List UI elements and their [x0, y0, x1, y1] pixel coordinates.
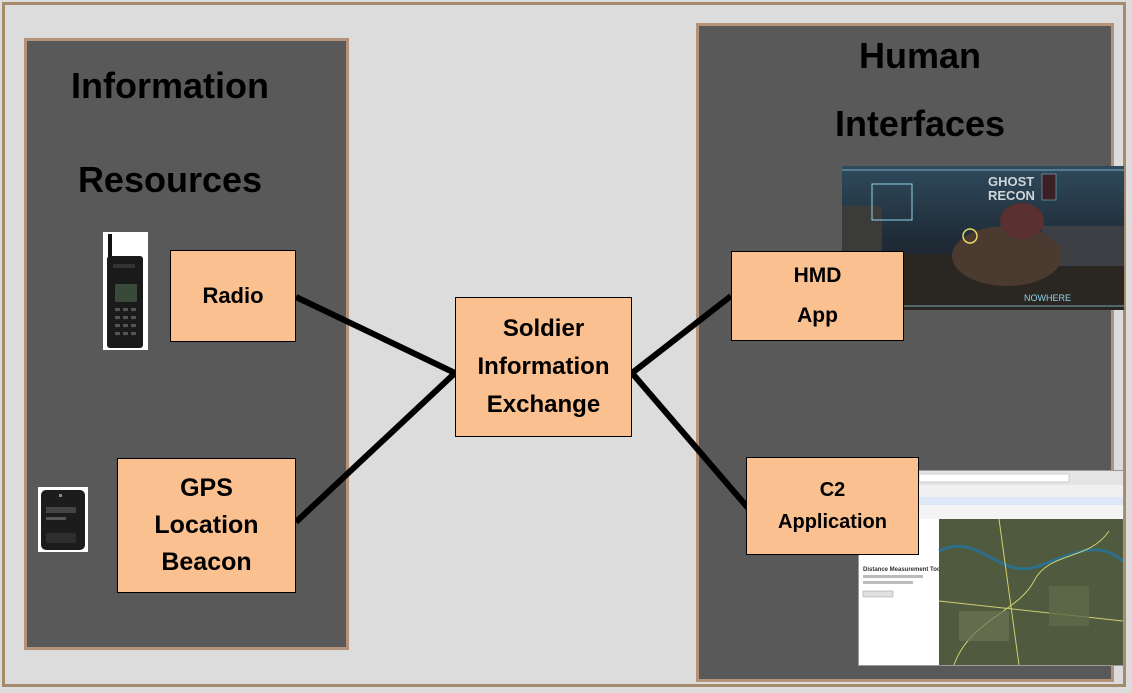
- human-interfaces-title-line1: Human: [858, 35, 981, 76]
- human-interfaces-title-line2: Interfaces: [834, 103, 1006, 144]
- sie-node-line2: Information: [477, 353, 610, 380]
- hmd-app-node: HMD App: [731, 251, 904, 341]
- connector-gps-to-exchange: [293, 370, 458, 525]
- connector-exchange-to-c2: [629, 371, 751, 510]
- gps-beacon-image: [38, 487, 88, 552]
- sie-node-line1: Soldier: [502, 315, 585, 342]
- c2-node-line1: C2: [819, 479, 846, 501]
- information-resources-title-line2: Resources: [77, 159, 263, 200]
- game-title-text-1: GHOST: [988, 174, 1034, 189]
- connector-radio-to-exchange: [294, 294, 457, 376]
- gps-location-beacon-node: GPS Location Beacon: [117, 458, 296, 593]
- game-corner-text: NOWHERE: [1024, 293, 1071, 303]
- gps-node-line1: GPS: [180, 474, 233, 502]
- c2-application-node: C2 Application: [746, 457, 919, 555]
- gps-node-line2: Location: [154, 511, 259, 539]
- radio-node: Radio: [170, 250, 296, 342]
- hmd-node-line2: App: [797, 304, 838, 327]
- soldier-information-exchange-node: Soldier Information Exchange: [455, 297, 632, 437]
- gps-node-line3: Beacon: [161, 548, 252, 576]
- map-panel-heading: Distance Measurement Tool: [863, 567, 943, 573]
- radio-node-label: Radio: [202, 283, 264, 308]
- hmd-node-line1: HMD: [793, 264, 842, 287]
- information-resources-title-line1: Information: [71, 65, 269, 106]
- radio-device-image: [103, 232, 148, 350]
- connector-exchange-to-hmd: [630, 293, 733, 376]
- game-title-text-2: RECON: [988, 188, 1035, 203]
- c2-node-line2: Application: [778, 511, 887, 533]
- sie-node-line3: Exchange: [486, 391, 601, 418]
